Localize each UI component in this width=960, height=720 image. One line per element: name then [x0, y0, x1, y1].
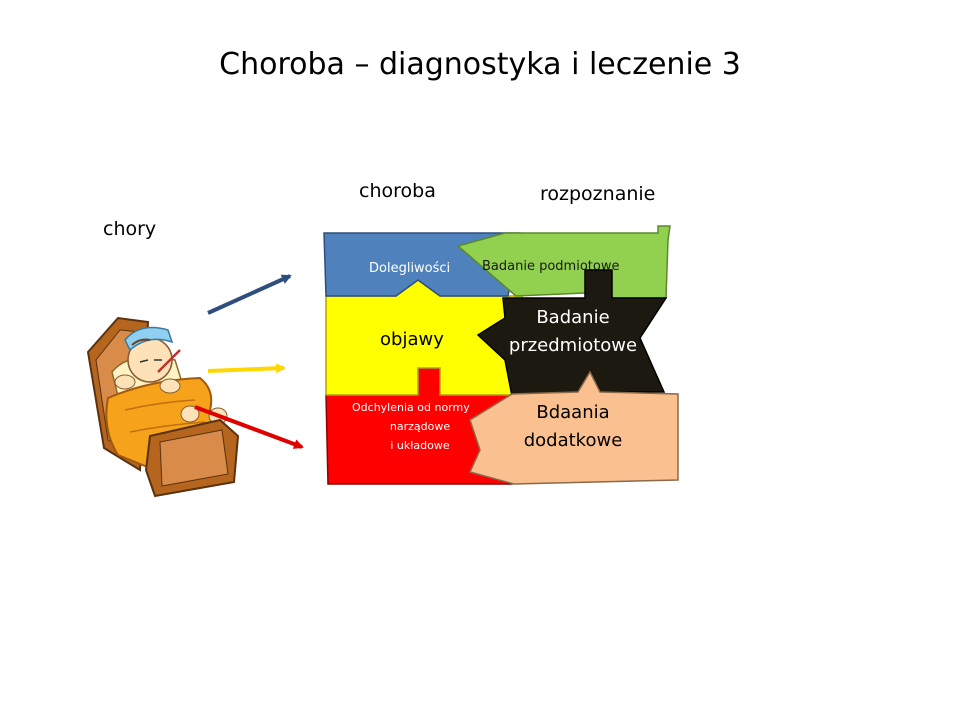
text-odchylenia-line1: Odchylenia od normy [352, 401, 470, 414]
text-badanie-przedmiotowe-line1: Badanie [536, 307, 609, 328]
text-badanie-podmiotowe: Badanie podmiotowe [482, 259, 619, 274]
text-badania-dodatkowe-line1: Bdaania [536, 402, 609, 423]
text-badanie-przedmiotowe-line2: przedmiotowe [509, 335, 637, 356]
arrow-red [194, 405, 304, 449]
text-odchylenia-line2: narządowe [390, 420, 450, 433]
text-badania-dodatkowe-line2: dodatkowe [524, 430, 623, 451]
slide-title: Choroba – diagnostyka i leczenie 3 [219, 47, 741, 82]
puzzle-piece-badanie-przedmiotowe [476, 269, 668, 397]
puzzle-piece-badanie-podmiotowe [456, 225, 671, 299]
text-odchylenia-line3: i układowe [390, 439, 449, 452]
label-chory: chory [103, 218, 156, 240]
label-choroba: choroba [359, 180, 436, 202]
text-dolegliwosci: Dolegliwości [369, 261, 450, 276]
label-rozpoznanie: rozpoznanie [540, 183, 655, 205]
text-objawy: objawy [380, 329, 444, 350]
arrow-yellow [207, 363, 286, 374]
sick-patient-illustration [86, 316, 240, 498]
puzzle-piece-badania-dodatkowe [468, 370, 679, 485]
arrow-blue [207, 274, 292, 315]
